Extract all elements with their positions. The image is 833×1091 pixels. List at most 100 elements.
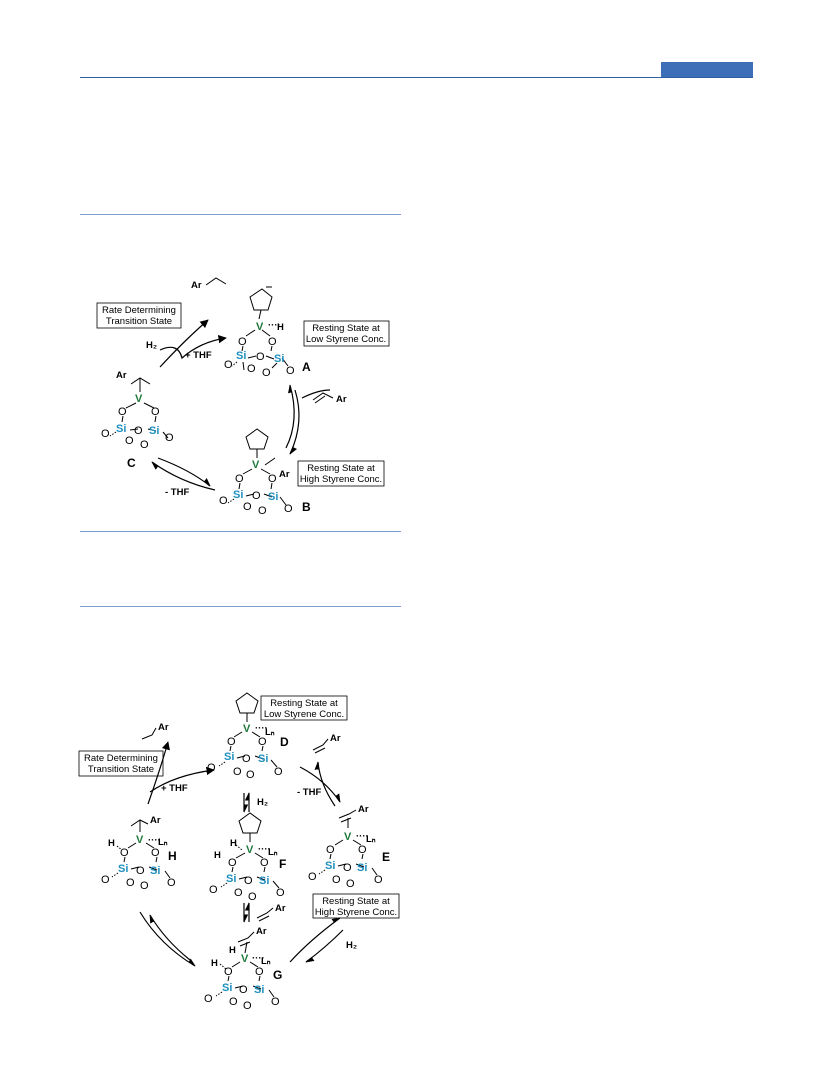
svg-text:O: O — [126, 877, 135, 889]
svg-text:High Styrene Conc.: High Styrene Conc. — [315, 907, 397, 918]
svg-text:O: O — [101, 428, 110, 440]
resting-low-box-2: Resting State at Low Styrene Conc. — [260, 695, 348, 721]
svg-text:O: O — [207, 762, 216, 774]
svg-text:Si: Si — [233, 489, 243, 501]
svg-text:O: O — [167, 877, 176, 889]
svg-text:Si: Si — [258, 753, 268, 765]
styrene-reagents-2 — [256, 738, 329, 922]
svg-text:H₂: H₂ — [346, 940, 357, 951]
svg-text:C: C — [127, 456, 136, 470]
svg-text:O: O — [268, 336, 277, 348]
resting-low-box-1: Resting State at Low Styrene Conc. — [303, 320, 390, 347]
svg-text:Lₙ: Lₙ — [366, 834, 376, 845]
svg-text:- THF: - THF — [165, 487, 189, 498]
structure-G — [215, 931, 275, 998]
svg-text:O: O — [374, 874, 383, 886]
svg-text:Si: Si — [259, 875, 269, 887]
svg-text:Ar: Ar — [336, 394, 347, 405]
svg-text:B: B — [302, 500, 311, 514]
styrene-reagent-1 — [312, 392, 334, 404]
svg-text:O: O — [235, 473, 244, 485]
svg-text:O: O — [209, 884, 218, 896]
svg-text:O: O — [234, 887, 243, 899]
svg-text:V: V — [256, 321, 264, 333]
ethylbenzene-product-2 — [141, 727, 157, 740]
svg-text:V: V — [135, 393, 143, 405]
svg-text:Ar: Ar — [330, 733, 341, 744]
svg-text:O: O — [332, 874, 341, 886]
svg-text:O: O — [260, 857, 269, 869]
svg-text:- THF: - THF — [297, 787, 321, 798]
svg-text:Si: Si — [118, 863, 128, 875]
svg-text:O: O — [165, 432, 174, 444]
svg-text:O: O — [118, 406, 127, 418]
svg-text:O: O — [274, 766, 283, 778]
svg-text:Lₙ: Lₙ — [265, 727, 275, 738]
svg-text:Ar: Ar — [279, 469, 290, 480]
svg-text:O: O — [326, 844, 335, 856]
svg-text:O: O — [224, 966, 233, 978]
svg-text:O: O — [242, 753, 251, 765]
svg-text:O: O — [243, 1000, 252, 1012]
svg-text:Low Styrene Conc.: Low Styrene Conc. — [264, 709, 344, 720]
scheme-1: Rate Determining Transition State Restin… — [96, 277, 390, 517]
structure-B — [227, 428, 287, 506]
svg-text:Resting State at: Resting State at — [312, 323, 380, 334]
svg-text:Transition State: Transition State — [106, 316, 172, 327]
svg-text:Si: Si — [268, 491, 278, 503]
svg-text:Resting State at: Resting State at — [322, 896, 390, 907]
svg-text:H₂: H₂ — [257, 797, 268, 808]
svg-text:F: F — [279, 857, 286, 871]
svg-text:Si: Si — [325, 860, 335, 872]
svg-text:O: O — [247, 363, 256, 375]
svg-text:Lₙ: Lₙ — [158, 837, 168, 848]
svg-text:Ar: Ar — [275, 903, 286, 914]
svg-text:Si: Si — [224, 751, 234, 763]
svg-text:O: O — [343, 862, 352, 874]
svg-text:O: O — [308, 871, 317, 883]
svg-text:O: O — [136, 865, 145, 877]
rate-determining-box-1: Rate Determining Transition State — [96, 302, 182, 329]
svg-text:H: H — [214, 850, 221, 861]
structure-A — [231, 286, 289, 371]
svg-text:O: O — [268, 473, 277, 485]
svg-text:Si: Si — [149, 425, 159, 437]
svg-text:E: E — [382, 850, 390, 864]
svg-text:H: H — [277, 322, 284, 333]
svg-text:H: H — [108, 838, 115, 849]
svg-text:G: G — [273, 968, 282, 982]
svg-text:O: O — [256, 351, 265, 363]
svg-text:Ar: Ar — [116, 370, 127, 381]
svg-text:····: ···· — [268, 320, 281, 331]
svg-text:Si: Si — [357, 862, 367, 874]
svg-text:O: O — [140, 880, 149, 892]
svg-text:Si: Si — [254, 984, 264, 996]
svg-text:O: O — [224, 359, 233, 371]
svg-text:Low Styrene Conc.: Low Styrene Conc. — [306, 334, 386, 345]
scheme1-top-rule — [80, 214, 401, 215]
svg-text:Rate Determining: Rate Determining — [84, 753, 158, 764]
svg-text:H: H — [211, 958, 218, 969]
resting-high-box-2: Resting State at High Styrene Conc. — [312, 893, 400, 919]
svg-text:····: ···· — [252, 953, 265, 964]
svg-text:Si: Si — [150, 865, 160, 877]
svg-text:O: O — [276, 887, 285, 899]
svg-text:O: O — [248, 891, 257, 903]
svg-text:····: ···· — [356, 831, 369, 842]
svg-text:Resting State at: Resting State at — [307, 463, 375, 474]
svg-text:O: O — [262, 367, 271, 379]
svg-text:Transition State: Transition State — [88, 764, 154, 775]
scheme1-arrows — [151, 319, 331, 491]
structure-D — [218, 692, 278, 768]
svg-text:O: O — [140, 439, 149, 451]
svg-text:O: O — [252, 490, 261, 502]
svg-text:V: V — [241, 953, 249, 965]
svg-text:····: ···· — [258, 844, 271, 855]
svg-text:Lₙ: Lₙ — [268, 847, 278, 858]
structure-H — [111, 819, 171, 879]
svg-text:+ THF: + THF — [185, 350, 212, 361]
svg-text:Rate Determining: Rate Determining — [102, 305, 176, 316]
structure-C — [109, 377, 169, 439]
svg-text:····: ···· — [148, 835, 161, 846]
